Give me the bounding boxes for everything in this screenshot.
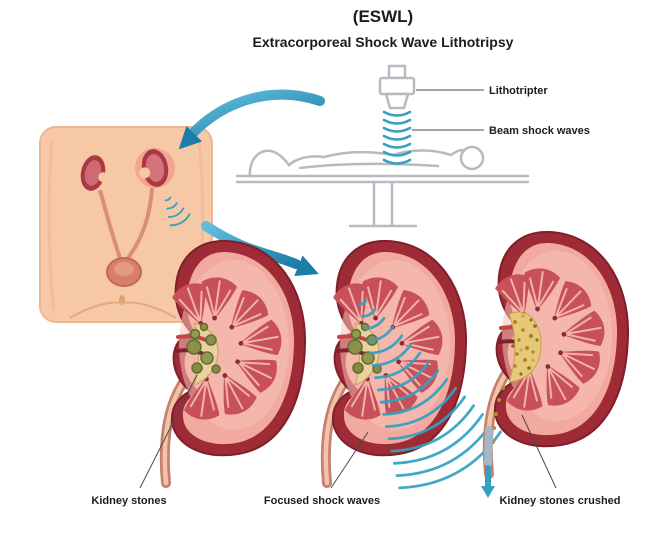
groin-crease-right [121,301,177,319]
ureter-stent-tube [484,426,493,466]
bladder-highlight [114,262,134,276]
ureter-right [126,187,154,260]
kidney-stones-leader-line [139,374,198,489]
arrow-patient-to-torso [178,89,325,150]
arrow-shaft [189,89,325,137]
groin-crease-left [69,301,123,319]
torso-illustration [39,126,213,323]
arrow-head [178,125,203,150]
ureter-left [98,189,122,259]
torso-kidney-left [80,155,109,191]
beam-shock-waves-label: Beam shock waves [489,125,590,137]
arrow-head [294,255,319,276]
fragments-passing-arrow [481,465,495,498]
mini-shockwave-beam [164,196,191,227]
lithotripter-device [378,64,416,110]
beam-shock-waves-graphic [382,110,412,165]
device-head [384,92,410,110]
torso-kidney-right-highlighted [135,148,175,188]
lithotripter-label: Lithotripter [489,85,548,97]
focused-shock-waves-label: Focused shock waves [264,495,380,507]
device-top-box [387,64,407,80]
torso-shade-left [47,141,56,311]
kidney-stones-crushed-label: Kidney stones crushed [499,495,620,507]
patient-table-illustration [235,145,530,228]
focused-shock-waves-leader-line [330,431,369,489]
patient-arm-line [298,162,440,170]
page-subtitle: Extracorporeal Shock Wave Lithotripsy [253,34,514,50]
patient-head [459,145,485,171]
kidney-stones-label: Kidney stones [91,495,166,507]
kidney-panel-crushed [488,232,628,474]
page-title: (ESWL) [353,7,413,26]
kidney-stones-crushed-leader-line [521,414,557,489]
crushed-stone-sand [491,311,542,444]
device-housing [378,76,416,96]
